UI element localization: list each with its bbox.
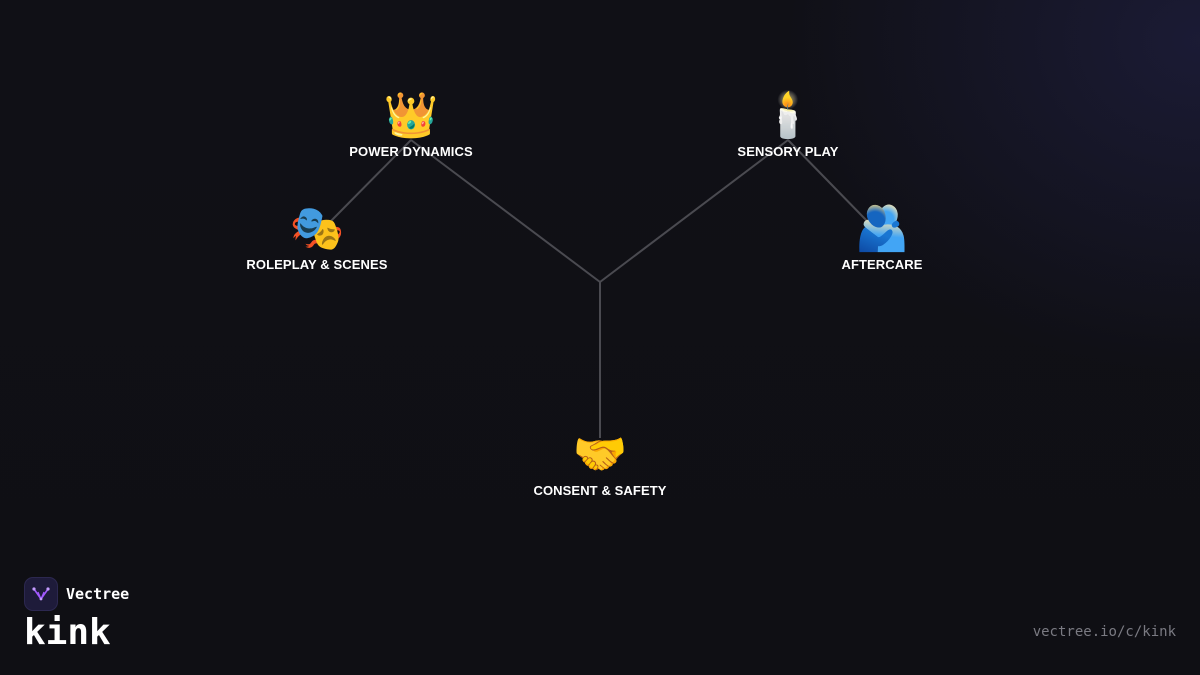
- node-label: CONSENT & SAFETY: [533, 483, 667, 498]
- node-sensory-play[interactable]: 🕯️ SENSORY PLAY: [678, 90, 898, 159]
- node-power-dynamics[interactable]: 👑 POWER DYNAMICS: [301, 90, 521, 159]
- node-roleplay-scenes[interactable]: 🎭 ROLEPLAY & SCENES: [207, 203, 427, 272]
- node-label: SENSORY PLAY: [737, 144, 839, 159]
- edge-sensory-aftercare: [787, 139, 869, 223]
- theater-masks-icon: 🎭: [289, 204, 345, 253]
- edge-consent-sensory: [599, 139, 789, 283]
- node-consent-safety[interactable]: 🤝 CONSENT & SAFETY: [490, 429, 710, 498]
- brand-row: Vectree: [24, 577, 129, 611]
- community-name: kink: [24, 612, 111, 653]
- brand-name: Vectree: [66, 585, 130, 603]
- crown-icon: 👑: [383, 91, 439, 140]
- node-label: ROLEPLAY & SCENES: [246, 257, 388, 272]
- edge-consent-power: [410, 139, 601, 283]
- candle-icon: 🕯️: [760, 91, 816, 140]
- node-aftercare[interactable]: 🫂 AFTERCARE: [772, 203, 992, 272]
- edge-power-roleplay: [329, 139, 412, 223]
- brand-block: Vectree kink: [24, 577, 129, 653]
- vectree-logo-mark: [32, 587, 50, 601]
- vectree-logo-icon: [24, 577, 58, 611]
- hugging-people-icon: 🫂: [854, 204, 910, 253]
- node-label: POWER DYNAMICS: [349, 144, 473, 159]
- node-label: AFTERCARE: [841, 257, 923, 272]
- community-url: vectree.io/c/kink: [1032, 624, 1176, 640]
- handshake-icon: 🤝: [572, 430, 628, 479]
